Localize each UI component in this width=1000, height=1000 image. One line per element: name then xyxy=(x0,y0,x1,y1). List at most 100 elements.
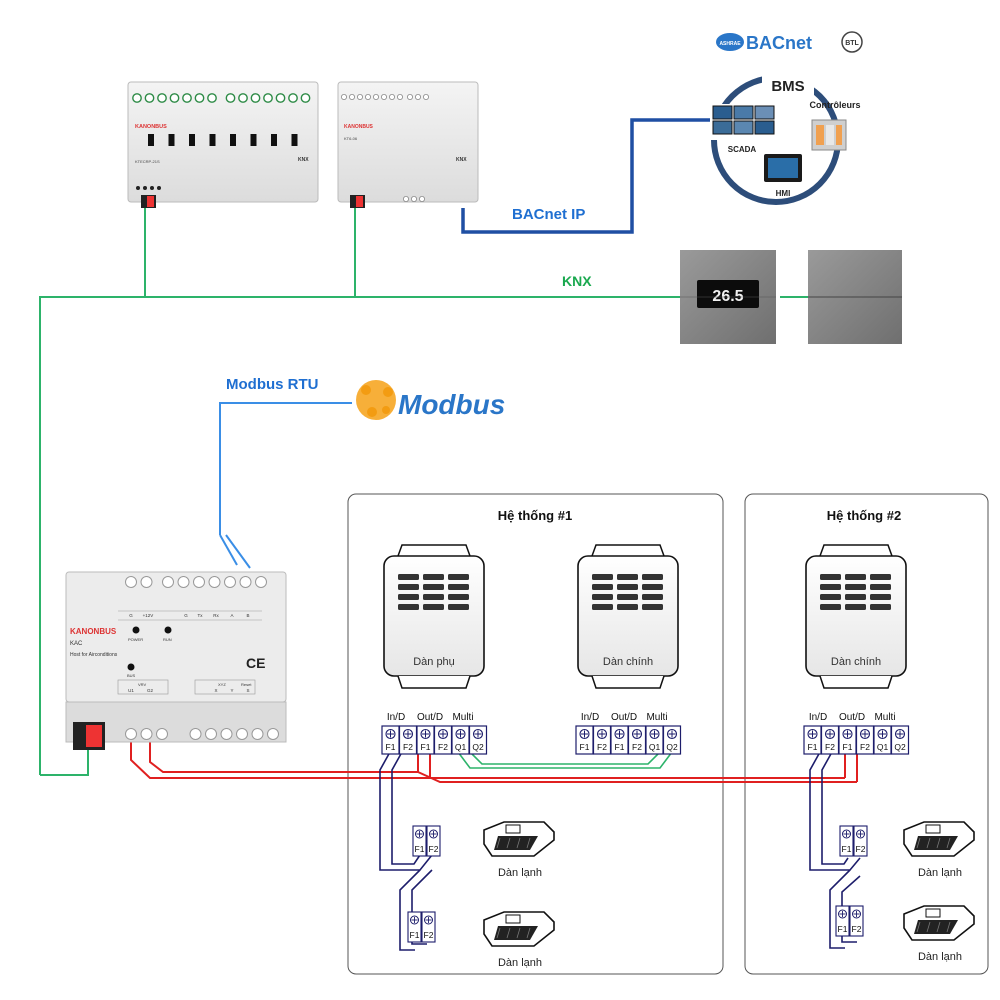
terminal-heading: Multi xyxy=(452,712,473,723)
system-1-title: Hệ thống #1 xyxy=(498,508,572,523)
terminal-pin-label: Q1 xyxy=(649,742,661,752)
terminal-pin-label: Q1 xyxy=(877,742,889,752)
indoor-unit-label: Dàn lạnh xyxy=(498,957,542,969)
gateway-terminal-label: G xyxy=(184,613,188,618)
scada-label: SCADA xyxy=(728,145,757,154)
terminal-screw xyxy=(380,94,387,101)
manual-switch xyxy=(291,134,298,146)
terminal-heading: In/D xyxy=(581,712,599,723)
terminal-screw xyxy=(125,728,137,740)
terminal-screw xyxy=(205,728,217,740)
modbus-rtu-wire-b xyxy=(219,534,238,566)
knx-push-button xyxy=(808,250,902,344)
hmi-label: HMI xyxy=(776,189,791,198)
vent-slot xyxy=(642,584,663,590)
terminal-screw xyxy=(288,93,298,103)
bacnet-ip-label: BACnet IP xyxy=(512,206,585,223)
terminal-screw xyxy=(193,576,205,588)
vent-slot xyxy=(398,584,419,590)
gateway-bus-label: BUS xyxy=(127,673,136,678)
terminal-screw xyxy=(208,576,221,588)
vent-slot xyxy=(820,574,841,580)
gateway-power-label: POWER xyxy=(128,637,143,642)
vent-slot xyxy=(870,574,891,580)
bms-cluster: BMS SCADA Contrôleurs HMI ASH xyxy=(710,31,863,205)
terminal-screw xyxy=(162,576,174,588)
terminal-screw xyxy=(194,93,205,103)
terminal-screw xyxy=(157,93,167,103)
knx-actuator-1: KANONBUS KTECRP-21S KNX xyxy=(127,81,319,208)
bacnet-logo: ASHRAE BACnet BTL xyxy=(716,31,863,53)
knx-thermostat: 26.5 xyxy=(680,250,776,344)
outdoor-unit-label: Dàn phụ xyxy=(413,656,455,668)
terminal-pin-label: Q2 xyxy=(472,742,484,752)
terminal-pin-label: F1 xyxy=(415,844,425,854)
vent-slot xyxy=(845,574,866,580)
thermostat-display: 26.5 xyxy=(712,288,743,305)
terminal-screw xyxy=(125,576,137,588)
gateway-bottom-terminal-label: S xyxy=(246,688,249,693)
gateway-reset-label: Reset xyxy=(241,682,252,687)
vent-slot xyxy=(423,584,444,590)
gateway-run-label: RUN xyxy=(163,637,172,642)
modbus-logo-text: Modbus xyxy=(398,389,505,420)
manual-switch xyxy=(189,134,195,146)
gateway-terminal-label: +12V xyxy=(143,613,154,618)
vent-slot xyxy=(423,574,444,580)
led-indicator xyxy=(150,186,154,190)
terminal-pin-label: F1 xyxy=(615,742,625,752)
terminal-screw xyxy=(140,728,153,740)
terminal-screw xyxy=(414,94,421,101)
gateway-terminal-label: G xyxy=(129,613,133,618)
terminal-pin-label: Q2 xyxy=(894,742,906,752)
vent-slot xyxy=(870,594,891,600)
terminal-screw xyxy=(422,94,429,101)
gateway-model: KAC xyxy=(70,641,83,647)
terminal-screw xyxy=(402,195,409,202)
terminal-screw xyxy=(189,728,202,740)
bacnet-logo-text: BACnet xyxy=(746,33,812,53)
vent-slot xyxy=(820,584,841,590)
terminal-screw xyxy=(267,728,279,740)
actuator-1-brand: KANONBUS xyxy=(135,124,167,130)
vent-slot xyxy=(642,574,663,580)
vent-slot xyxy=(845,584,866,590)
gateway-bottom-terminal-label: U1 xyxy=(128,688,134,693)
terminal-pin-label: F1 xyxy=(421,742,431,752)
gateway-vrv-label: VRV xyxy=(138,682,146,687)
manual-switch xyxy=(209,134,216,146)
actuator-2-cert: KNX xyxy=(456,157,467,163)
terminal-heading: Multi xyxy=(874,712,895,723)
vent-slot xyxy=(820,594,841,600)
hmi-panel xyxy=(764,154,802,182)
manual-switch xyxy=(250,134,257,146)
terminal-screw xyxy=(340,94,347,101)
terminal-screw xyxy=(177,576,190,588)
terminal-pin-label: Q2 xyxy=(666,742,678,752)
terminal-screw xyxy=(239,576,252,588)
ac-bus xyxy=(130,740,858,783)
terminal-screw xyxy=(238,93,248,103)
terminal-pin-label: F2 xyxy=(438,742,448,752)
vent-slot xyxy=(642,594,663,600)
gateway-terminal-label: Tx xyxy=(198,613,204,618)
vent-slot xyxy=(870,584,891,590)
terminal-pin-label: F1 xyxy=(808,742,818,752)
gateway-desc: Host for Airconditions xyxy=(70,652,118,658)
vent-slot xyxy=(617,574,638,580)
terminal-pin-label: F2 xyxy=(860,742,870,752)
terminal-screw xyxy=(275,93,286,103)
terminal-screw xyxy=(300,93,311,103)
vent-slot xyxy=(398,594,419,600)
vent-slot xyxy=(398,604,419,610)
terminal-heading: In/D xyxy=(809,712,827,723)
terminal-pin-label: Q1 xyxy=(455,742,467,752)
terminal-heading: In/D xyxy=(387,712,405,723)
vent-slot xyxy=(617,594,638,600)
vent-slot xyxy=(845,604,866,610)
manual-switch xyxy=(168,134,175,146)
terminal-pin-label: F2 xyxy=(825,742,835,752)
